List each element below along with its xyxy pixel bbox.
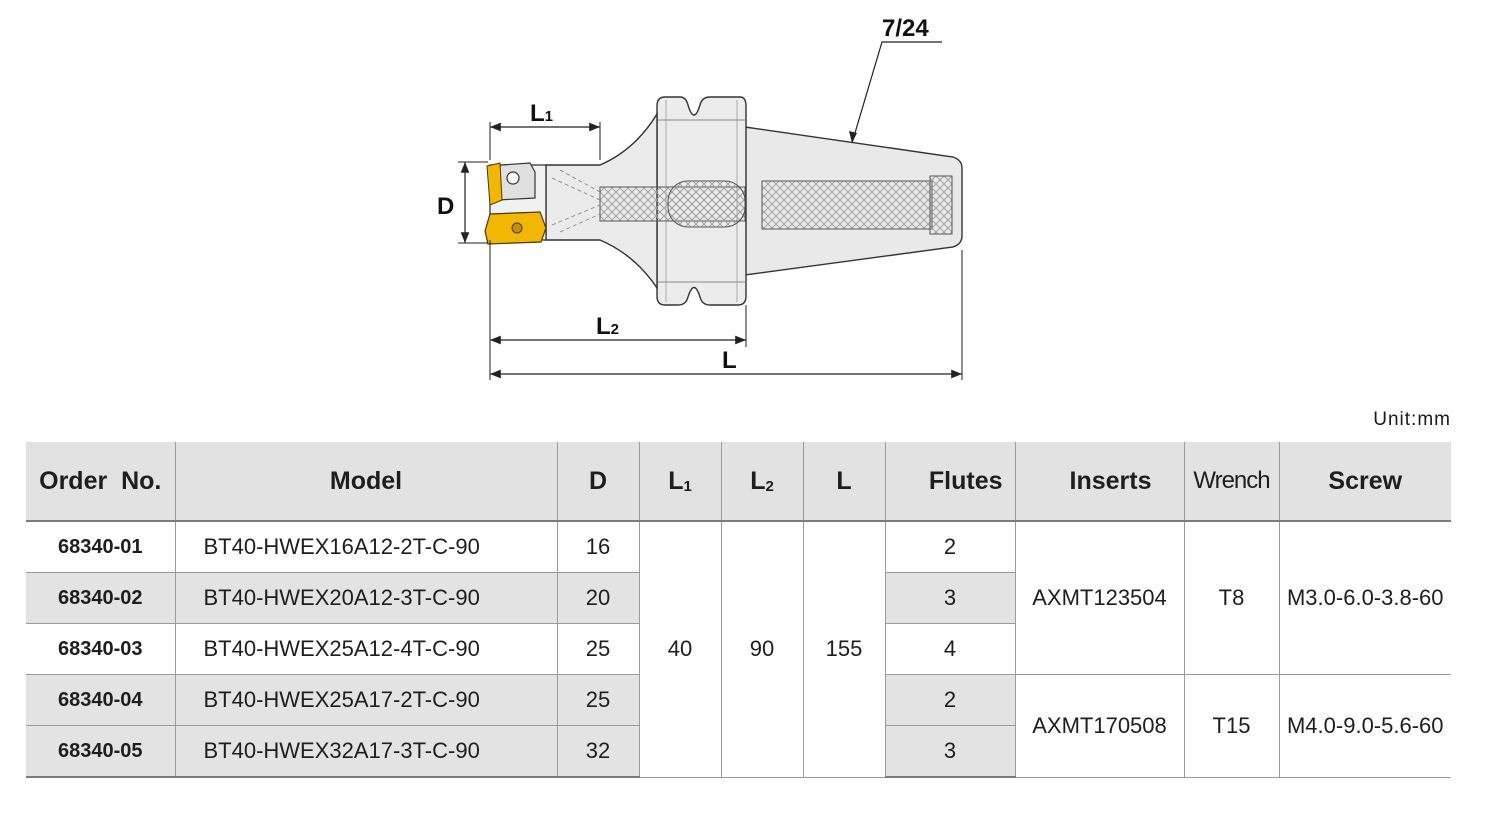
table-row: 68340-02 BT40-HWEX20A12-3T-C-90 20 3 bbox=[26, 572, 1451, 624]
order-no-cell: 68340-01 bbox=[26, 521, 175, 573]
table-row: 68340-03 BT40-HWEX25A12-4T-C-90 25 4 bbox=[26, 623, 1451, 675]
flutes-cell: 4 bbox=[884, 623, 1015, 675]
header-l: L bbox=[802, 442, 885, 522]
inserts-cell: AXMT170508 bbox=[1014, 674, 1184, 778]
header-l2: L2 bbox=[720, 442, 803, 522]
model-cell: BT40-HWEX20A12-3T-C-90 bbox=[174, 572, 557, 624]
tool-holder-drawing: 7/24 L1 D L2 L bbox=[437, 15, 963, 380]
model-cell: BT40-HWEX32A17-3T-C-90 bbox=[174, 725, 557, 778]
table-row: 68340-05 BT40-HWEX32A17-3T-C-90 32 3 bbox=[26, 725, 1451, 778]
wrench-cell: T8 bbox=[1183, 521, 1279, 675]
l2-label: L2 bbox=[596, 313, 619, 340]
l-label: L bbox=[722, 347, 737, 374]
d-cell: 16 bbox=[556, 521, 639, 573]
header-order-no: Order No. bbox=[26, 442, 175, 522]
header-flutes: Flutes bbox=[884, 442, 1015, 522]
spec-table: Order No. Model D L1 L2 L Flutes Inserts… bbox=[26, 442, 1451, 778]
header-d: D bbox=[556, 442, 639, 522]
model-cell: BT40-HWEX25A12-4T-C-90 bbox=[174, 623, 557, 675]
l1-cell: 40 bbox=[638, 521, 721, 778]
order-no-cell: 68340-04 bbox=[26, 674, 175, 726]
screw-cell: M3.0-6.0-3.8-60 bbox=[1278, 521, 1451, 675]
screw-cell: M4.0-9.0-5.6-60 bbox=[1278, 674, 1451, 778]
l1-label: L1 bbox=[530, 100, 553, 127]
flutes-cell: 3 bbox=[884, 572, 1015, 624]
flutes-cell: 2 bbox=[884, 674, 1015, 726]
unit-label: Unit:mm bbox=[1373, 409, 1451, 430]
inserts-cell: AXMT123504 bbox=[1014, 521, 1184, 675]
order-no-cell: 68340-05 bbox=[26, 725, 175, 778]
model-cell: BT40-HWEX25A17-2T-C-90 bbox=[174, 674, 557, 726]
header-inserts: Inserts bbox=[1014, 442, 1184, 522]
header-wrench: Wrench bbox=[1183, 442, 1279, 522]
shank-hatch bbox=[761, 180, 933, 230]
header-l1: L1 bbox=[638, 442, 721, 522]
order-no-cell: 68340-03 bbox=[26, 623, 175, 675]
taper-label: 7/24 bbox=[882, 15, 929, 42]
table-row: 68340-01 BT40-HWEX16A12-2T-C-90 16 40 90… bbox=[26, 521, 1451, 778]
pull-stud-groove bbox=[929, 175, 953, 235]
table-row: 68340-04 BT40-HWEX25A17-2T-C-90 25 2 AXM… bbox=[26, 674, 1451, 778]
taper-leader bbox=[851, 41, 942, 144]
l-cell: 155 bbox=[802, 521, 885, 778]
header-model: Model bbox=[174, 442, 557, 522]
d-cell: 25 bbox=[556, 674, 639, 726]
d-cell: 20 bbox=[556, 572, 639, 624]
l2-cell: 90 bbox=[720, 521, 803, 778]
order-no-cell: 68340-02 bbox=[26, 572, 175, 624]
table-header-row: Order No. Model D L1 L2 L Flutes Inserts… bbox=[26, 442, 1451, 522]
flutes-cell: 3 bbox=[884, 725, 1015, 778]
d-cell: 25 bbox=[556, 623, 639, 675]
d-label: D bbox=[437, 193, 454, 220]
wrench-cell: T15 bbox=[1183, 674, 1279, 778]
header-screw: Screw bbox=[1278, 442, 1451, 522]
flutes-cell: 2 bbox=[884, 521, 1015, 573]
model-cell: BT40-HWEX16A12-2T-C-90 bbox=[174, 521, 557, 573]
d-cell: 32 bbox=[556, 725, 639, 778]
